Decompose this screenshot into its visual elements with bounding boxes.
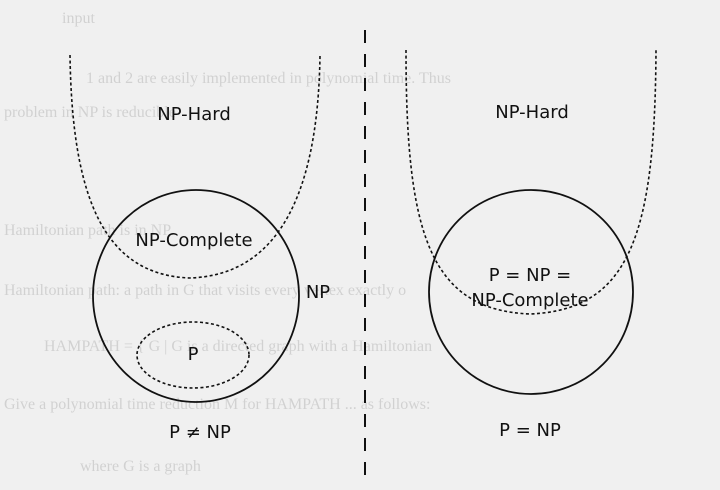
left-np-hard-boundary <box>69 54 321 279</box>
right-merged-label-line-2: NP-Complete <box>471 290 589 311</box>
bleed-through-text-1: input <box>62 10 95 27</box>
bleed-through-text-8: where G is a graph <box>80 458 201 475</box>
right-merged-label-line-1: P = NP = <box>488 265 572 286</box>
left-np-label: NP <box>305 282 331 303</box>
bleed-through-text-3: problem in NP is reducible <box>4 104 176 121</box>
bleed-through-text-7: Give a polynomial time reduction M for H… <box>4 396 431 413</box>
left-caption: P ≠ NP <box>169 422 231 443</box>
left-p-label: P <box>187 344 199 365</box>
right-merged-circle <box>428 189 634 395</box>
right-caption: P = NP <box>499 420 561 441</box>
left-np-circle <box>92 189 300 403</box>
left-np-hard-label: NP-Hard <box>157 104 231 125</box>
bleed-through-text-2: 1 and 2 are easily implemented in polyno… <box>86 70 451 87</box>
left-p-ellipse <box>136 321 250 389</box>
right-np-hard-label: NP-Hard <box>495 102 569 123</box>
bleed-through-text-4: Hamiltonian path is in NP <box>4 222 172 239</box>
bleed-through-text-5: Hamiltonian path: a path in G that visit… <box>4 282 407 299</box>
left-np-complete-label: NP-Complete <box>135 230 253 251</box>
